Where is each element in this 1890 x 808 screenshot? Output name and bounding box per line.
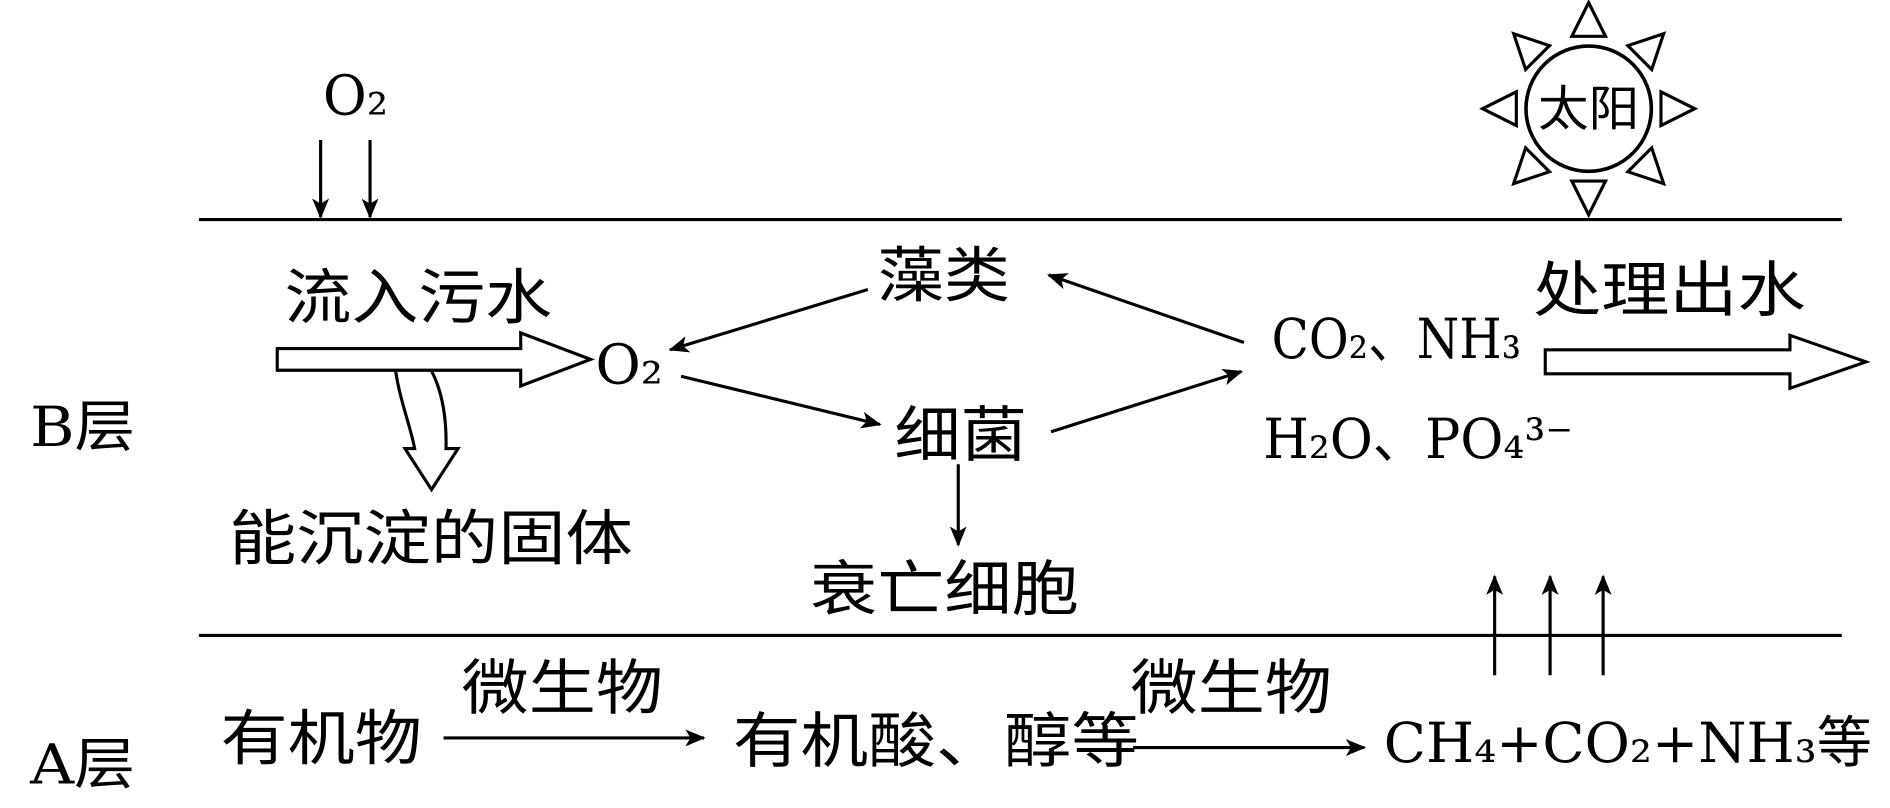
sun-ray [1624, 144, 1667, 187]
algae-to-oxygen-arrow [668, 287, 869, 353]
sun-label: 太阳 [1538, 82, 1639, 138]
outflow-arrow [1543, 333, 1871, 391]
sediment-label: 能沉淀的固体 [229, 504, 633, 574]
acids-alcohols-label: 有机酸、醇等 [733, 707, 1139, 777]
outflow-label: 处理出水 [1533, 256, 1805, 326]
products-line-2: H₂O、PO₄³⁻ [1263, 408, 1573, 472]
sun-ray [1624, 31, 1667, 73]
gases-label: CH₄+CO₂+NH₃等 [1384, 712, 1872, 776]
sun-icon: 太阳 [1479, 0, 1699, 219]
microbes-label-2: 微生物 [1131, 654, 1332, 724]
b-layer-label: B层 [30, 396, 135, 460]
organic-matter-label: 有机物 [221, 705, 422, 775]
sun-disc [1524, 44, 1654, 174]
algae-label: 藻类 [878, 242, 1011, 312]
products-to-algae-arrow [1047, 273, 1245, 345]
sediment-arrow [391, 350, 461, 493]
sun-ray [1569, 179, 1609, 219]
b-layer-oxygen-label: O₂ [595, 334, 662, 398]
dead-cells-label: 衰亡细胞 [810, 555, 1079, 625]
a-layer-label: A层 [29, 734, 135, 798]
bacteria-to-products-arrow [1050, 369, 1244, 434]
inflow-arrow [275, 330, 596, 389]
sun-ray [1659, 89, 1699, 129]
surface-oxygen-label: O₂ [323, 65, 388, 129]
microbes-label-1: 微生物 [462, 654, 663, 724]
sun-ray [1569, 0, 1609, 38]
sun-ray [1511, 144, 1553, 187]
inflow-label: 流入污水 [284, 263, 552, 333]
sun-ray [1479, 89, 1518, 129]
oxygen-to-bacteria-arrow [680, 374, 882, 429]
sun-ray [1511, 31, 1553, 73]
bacteria-label: 细菌 [894, 401, 1027, 471]
products-line-1: CO₂、NH₃ [1272, 308, 1522, 372]
